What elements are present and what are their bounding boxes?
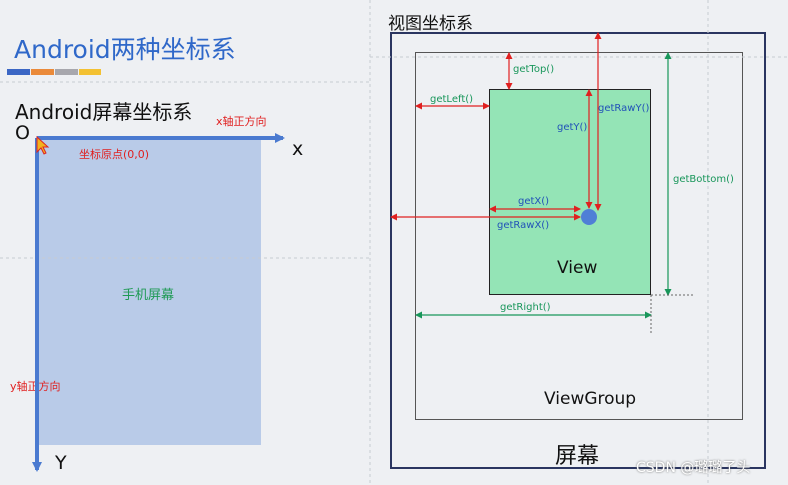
getx-label: getX() bbox=[518, 196, 550, 207]
screen-frame bbox=[390, 32, 766, 469]
viewgroup-frame bbox=[415, 52, 743, 420]
view-rect bbox=[489, 89, 651, 295]
screen-label: 屏幕 bbox=[555, 444, 600, 469]
viewgroup-label: ViewGroup bbox=[544, 389, 637, 409]
watermark: CSDN @璐璐了头 bbox=[636, 460, 751, 476]
accent-bar-blue bbox=[7, 69, 30, 75]
getbottom-label: getBottom() bbox=[673, 174, 734, 185]
x-axis-direction-label: x轴正方向 bbox=[216, 115, 267, 128]
x-axis-letter: x bbox=[292, 138, 304, 160]
origin-letter: O bbox=[15, 122, 30, 144]
phone-screen-label: 手机屏幕 bbox=[122, 288, 175, 303]
getrawx-label: getRawX() bbox=[497, 220, 550, 231]
view-coordinate-heading: 视图坐标系 bbox=[388, 14, 473, 34]
touch-point bbox=[581, 209, 597, 225]
getrawy-label: getRawY() bbox=[598, 103, 650, 114]
page-title: Android两种坐标系 bbox=[14, 35, 236, 64]
phone-screen-rect bbox=[38, 138, 261, 445]
getleft-label: getLeft() bbox=[430, 94, 474, 105]
screen-coordinate-heading: Android屏幕坐标系 bbox=[15, 100, 193, 124]
accent-bar-gray bbox=[55, 69, 78, 75]
getright-label: getRight() bbox=[500, 302, 551, 313]
y-axis-letter: Y bbox=[55, 452, 67, 474]
view-label: View bbox=[557, 258, 598, 278]
origin-label: 坐标原点(0,0) bbox=[79, 148, 150, 161]
cursor-icon bbox=[36, 135, 50, 155]
accent-bar-yellow bbox=[79, 69, 101, 75]
gettop-label: getTop() bbox=[513, 64, 555, 75]
gety-label: getY() bbox=[557, 122, 588, 133]
accent-bar-orange bbox=[31, 69, 54, 75]
